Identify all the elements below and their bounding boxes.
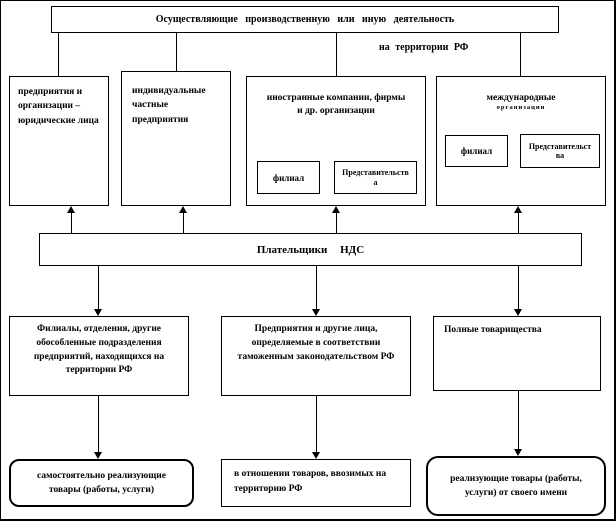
connector-partnerships-ownname (518, 391, 519, 449)
arrow-down-partnerships-icon (514, 309, 522, 316)
connector-center-foreign (336, 213, 337, 233)
arrow-down-customs-icon (312, 309, 320, 316)
own-name-label: реализующие товары (работы, услуги) от с… (450, 473, 582, 498)
self-selling-label: самостоятельно реализующие товары (работ… (37, 470, 166, 495)
international-representation-box: Представительства (520, 134, 600, 168)
connector-title-individual (176, 33, 177, 71)
arrow-up-foreign-icon (332, 206, 340, 213)
foreign-companies-box: иностранные компании, фирмы и др. органи… (246, 76, 426, 206)
legal-entities-box: предприятия и организации – юридические … (9, 76, 109, 206)
international-branch-label: филиал (460, 146, 493, 156)
branches-label: Филиалы, отделения, другие обособленные … (33, 324, 165, 376)
connector-center-international (518, 213, 519, 233)
connector-customs-imported (316, 396, 317, 452)
foreign-representation-box: Представительства (334, 161, 417, 194)
territory-note: на территории РФ (379, 42, 469, 53)
arrow-down-imported-icon (312, 452, 320, 459)
connector-center-legal (71, 213, 72, 233)
arrow-up-international-icon (514, 206, 522, 213)
international-org-label: международные организации (437, 93, 605, 112)
individual-enterprises-box: индивидуальные частные предприятия (121, 71, 231, 206)
legal-entities-label: предприятия и организации – юридические … (18, 87, 99, 126)
arrow-up-legal-icon (67, 206, 75, 213)
vat-payers-label: Плательщики НДС (256, 243, 365, 256)
own-name-box: реализующие товары (работы, услуги) от с… (426, 456, 606, 516)
individual-enterprises-label: индивидуальные частные предприятия (132, 86, 206, 125)
vat-payers-box: Плательщики НДС (39, 233, 582, 266)
arrow-up-individual-icon (179, 206, 187, 213)
self-selling-box: самостоятельно реализующие товары (работ… (9, 459, 194, 507)
customs-label: Предприятия и другие лица, определяемые … (237, 324, 395, 362)
foreign-companies-label: иностранные компании, фирмы и др. органи… (266, 93, 406, 117)
arrow-down-selfselling-icon (94, 452, 102, 459)
partnerships-box: Полные товарищества (433, 316, 601, 391)
arrow-down-branches-icon (94, 309, 102, 316)
connector-title-international (520, 33, 521, 76)
activity-label: Осуществляющие производственную или иную… (155, 14, 455, 25)
imported-goods-label: в отношении товаров, ввозимых на террито… (234, 469, 387, 494)
international-org-label-main: международные (486, 93, 556, 103)
imported-goods-box: в отношении товаров, ввозимых на террито… (221, 459, 411, 507)
activity-box: Осуществляющие производственную или иную… (51, 6, 559, 33)
connector-title-foreign (336, 33, 337, 76)
international-branch-box: филиал (445, 135, 508, 167)
foreign-branch-box: филиал (257, 161, 320, 194)
connector-branches-selfselling (98, 396, 99, 452)
branches-box: Филиалы, отделения, другие обособленные … (9, 316, 189, 396)
connector-center-individual (183, 213, 184, 233)
international-org-label-sub: организации (496, 104, 546, 112)
connector-center-partnerships (518, 266, 519, 309)
connector-center-customs (316, 266, 317, 309)
foreign-branch-label: филиал (272, 172, 305, 183)
foreign-representation-label: Представительства (342, 168, 409, 187)
arrow-down-ownname-icon (514, 449, 522, 456)
international-org-box: международные организации филиал Предста… (436, 76, 606, 206)
connector-center-branches (98, 266, 99, 309)
international-representation-label: Представительства (528, 141, 592, 160)
connector-title-legal (58, 33, 59, 76)
partnerships-label: Полные товарищества (444, 325, 542, 335)
customs-box: Предприятия и другие лица, определяемые … (221, 316, 411, 396)
